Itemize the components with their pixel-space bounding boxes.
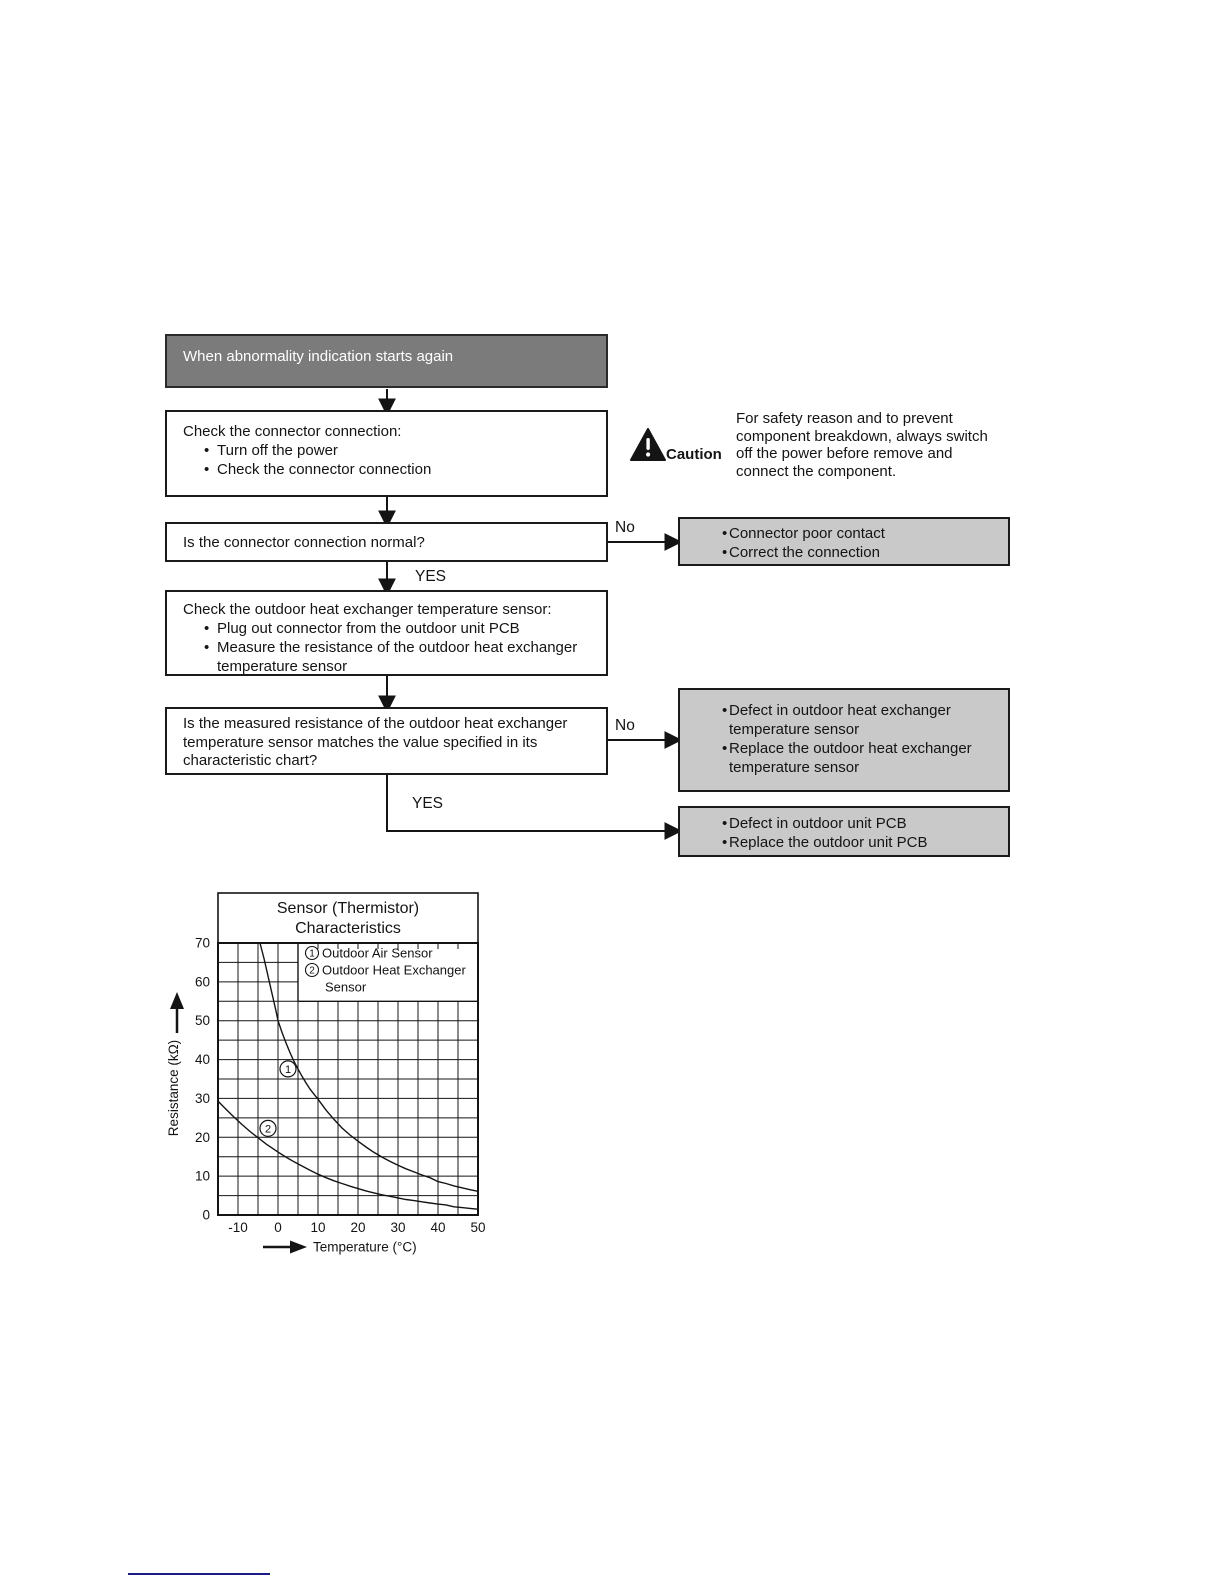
bullet-marker: • — [722, 834, 728, 851]
bullet-text: Defect in outdoor unit PCB — [729, 815, 907, 832]
y-tick-label: 0 — [202, 1208, 210, 1223]
step1-box: Check the connector connection: • Turn of… — [165, 410, 608, 497]
x-tick-label: 40 — [430, 1220, 445, 1235]
y-axis-arrow-icon — [170, 992, 184, 1033]
caution-label: Caution — [666, 446, 722, 463]
question2-box: Is the measured resistance of the outdoo… — [165, 707, 608, 775]
yes-label-1: YES — [415, 568, 447, 585]
legend-label: Outdoor Heat Exchanger — [322, 963, 466, 978]
x-tick-label: 30 — [390, 1220, 405, 1235]
chart-legend: 1 Outdoor Air Sensor 2 Outdoor Heat Exchang… — [297, 943, 478, 1002]
no-label-2: No — [615, 717, 635, 734]
legend-label: Outdoor Air Sensor — [322, 946, 433, 961]
bullet-text: Replace the outdoor heat exchanger tempe… — [729, 740, 972, 776]
step2-title: Check the outdoor heat exchanger tempera… — [183, 601, 552, 618]
start-box: When abnormality indication starts again — [165, 334, 608, 388]
bullet-marker: • — [722, 525, 728, 542]
legend-marker-circle — [304, 945, 320, 961]
x-tick-label: 50 — [470, 1220, 485, 1235]
bullet-text: Correct the connection — [729, 544, 880, 561]
bullet-item: •Defect in outdoor unit PCB — [696, 814, 994, 833]
bullet-marker: • — [722, 740, 728, 757]
bullet-marker: • — [204, 442, 210, 459]
bullet-item: • Measure the resistance of the outdoor h… — [183, 638, 592, 676]
chart-title: Sensor (Thermistor) — [277, 900, 419, 917]
y-tick-label: 20 — [195, 1130, 210, 1145]
bullet-text: Defect in outdoor heat exchanger tempera… — [729, 702, 951, 738]
bullet-item: •Replace the outdoor unit PCB — [696, 833, 994, 852]
x-tick-label: 0 — [274, 1220, 282, 1235]
chart-title-box — [217, 892, 479, 944]
legend-label: Sensor — [325, 980, 367, 995]
bullet-item: •Replace the outdoor heat exchanger temp… — [696, 739, 994, 777]
yes-label-2: YES — [412, 795, 444, 812]
x-tick-label: 10 — [310, 1220, 325, 1235]
warning-triangle-icon — [630, 428, 666, 461]
y-tick-label: 10 — [195, 1169, 210, 1184]
footer-link-underline[interactable] — [128, 1573, 270, 1575]
result1-bullets: •Connector poor contact•Correct the conn… — [696, 524, 994, 562]
x-tick-label: 20 — [350, 1220, 365, 1235]
result2-box: •Defect in outdoor heat exchanger temper… — [678, 688, 1010, 792]
curve-marker-circle-1 — [279, 1060, 297, 1078]
chart-curve-2 — [217, 1100, 479, 1210]
bullet-text: Measure the resistance of the outdoor he… — [217, 639, 578, 675]
bullet-item: •Connector poor contact — [696, 524, 994, 543]
bullet-marker: • — [204, 461, 210, 478]
bullet-marker: • — [722, 544, 728, 561]
bullet-marker: • — [722, 815, 728, 832]
chart-title: Characteristics — [295, 920, 401, 937]
x-tick-label: -10 — [228, 1220, 248, 1235]
question2-text: Is the measured resistance of the outdoo… — [183, 715, 568, 769]
bullet-text: Replace the outdoor unit PCB — [729, 834, 928, 851]
y-axis-label: Resistance (kΩ) — [166, 1040, 181, 1136]
result2-bullets: •Defect in outdoor heat exchanger temper… — [696, 701, 994, 777]
y-tick-label: 60 — [195, 974, 210, 989]
bullet-text: Turn off the power — [217, 442, 338, 459]
result3-bullets: •Defect in outdoor unit PCB•Replace the … — [696, 814, 994, 852]
bullet-marker: • — [204, 639, 210, 656]
result1-box: •Connector poor contact•Correct the conn… — [678, 517, 1010, 566]
step1-title: Check the connector connection: — [183, 423, 402, 440]
bullet-marker: • — [204, 620, 210, 637]
legend-marker-circle — [304, 962, 320, 978]
question1-text: Is the connector connection normal? — [183, 534, 425, 551]
y-tick-label: 50 — [195, 1013, 210, 1028]
step2-box: Check the outdoor heat exchanger tempera… — [165, 590, 608, 676]
y-tick-label: 40 — [195, 1052, 210, 1067]
bullet-text: Connector poor contact — [729, 525, 885, 542]
question1-box: Is the connector connection normal? — [165, 522, 608, 562]
bullet-item: •Correct the connection — [696, 543, 994, 562]
bullet-item: • Check the connector connection — [183, 460, 592, 479]
y-tick-label: 70 — [195, 936, 210, 951]
x-axis-arrow-icon — [263, 1240, 307, 1254]
bullet-marker: • — [722, 702, 728, 719]
bullet-text: Plug out connector from the outdoor unit… — [217, 620, 520, 637]
legend-marker-number: 1 — [309, 949, 315, 960]
y-tick-label: 30 — [195, 1091, 210, 1106]
no-label-1: No — [615, 519, 635, 536]
curve-marker-number-1: 1 — [285, 1064, 291, 1076]
chart-curve-1 — [259, 942, 479, 1192]
caution-text: For safety reason and to prevent compone… — [736, 410, 988, 480]
step2-bullets: • Plug out connector from the outdoor uni… — [183, 619, 592, 676]
chart-plot-border — [217, 942, 479, 1216]
curve-marker-circle-2 — [259, 1119, 277, 1137]
x-axis-label: Temperature (°C) — [313, 1240, 417, 1255]
curve-marker-number-2: 2 — [265, 1123, 271, 1135]
result3-box: •Defect in outdoor unit PCB•Replace the … — [678, 806, 1010, 857]
legend-marker-number: 2 — [309, 966, 315, 977]
bullet-item: • Turn off the power — [183, 441, 592, 460]
bullet-text: Check the connector connection — [217, 461, 432, 478]
step1-bullets: • Turn off the power • Check the connector … — [183, 441, 592, 479]
bullet-item: •Defect in outdoor heat exchanger temper… — [696, 701, 994, 739]
start-box-text: When abnormality indication starts again — [183, 348, 454, 365]
bullet-item: • Plug out connector from the outdoor uni… — [183, 619, 592, 638]
